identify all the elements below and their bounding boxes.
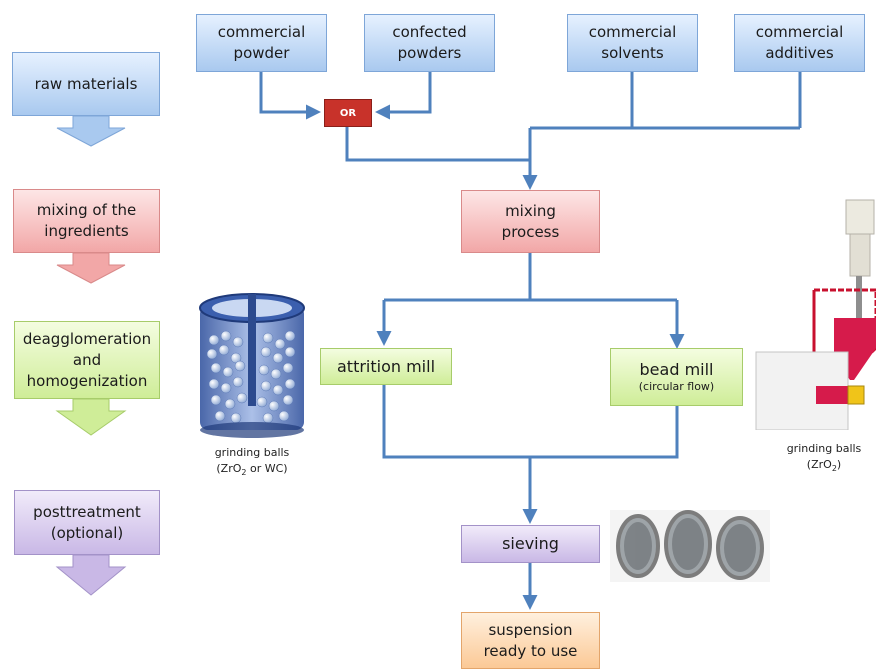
bead-balls-line2b: ) [836,458,842,471]
stage-raw-materials: raw materials [12,52,160,116]
bead-mill-sublabel: (circular flow) [638,380,715,393]
stage-arrow-post-icon [55,554,127,596]
attrition-mill-label: attrition mill [336,356,436,376]
input-commercial-additives: commercial additives [734,14,865,72]
stage-deagglomeration: deagglomeration and homogenization [14,321,160,399]
bead-balls-caption: grinding balls (ZrO2) [772,441,876,477]
stage-posttreatment: posttreatment (optional) [14,490,160,555]
stage-arrow-mixing-icon [56,252,126,284]
bead-balls-sub: 2 [831,464,837,474]
stage-arrow-deagglom-icon [55,398,127,436]
bead-mill-image [755,199,876,430]
sieving-label: sieving [502,534,559,553]
mixing-process-box: mixing process [461,190,600,253]
bead-mill-box: bead mill (circular flow) [610,348,743,406]
attrition-balls-caption: grinding balls (ZrO2 or WC) [188,445,316,481]
sieving-box: sieving [461,525,600,563]
bead-balls-line1: grinding balls [786,442,862,455]
attrition-balls-line1: grinding balls [214,446,290,459]
attrition-balls-line2b: or WC) [246,462,288,475]
sieves-image [610,510,770,582]
input-commercial-solvents: commercial solvents [567,14,698,72]
attrition-balls-line2a: (ZrO [216,462,242,475]
attrition-mill-image [199,293,305,438]
attrition-balls-sub: 2 [241,468,247,478]
or-badge: OR [324,99,372,127]
stage-arrow-raw-icon [56,115,126,147]
stage-mixing: mixing of the ingredients [13,189,160,253]
bead-balls-line2a: (ZrO [806,458,832,471]
input-confected-powders: confected powders [364,14,495,72]
suspension-box: suspension ready to use [461,612,600,669]
input-commercial-powder: commercial powder [196,14,327,72]
bead-mill-label: bead mill [639,360,714,379]
attrition-mill-box: attrition mill [320,348,452,385]
